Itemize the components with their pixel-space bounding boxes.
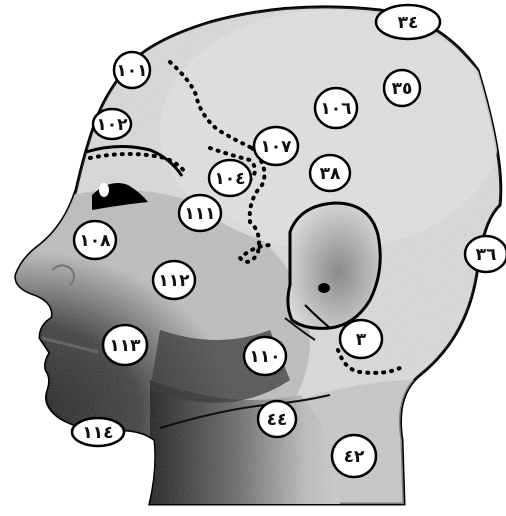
acupoint-label: ١٠٤ — [214, 169, 245, 189]
acupoint-44: ٤٤ — [258, 401, 296, 437]
acupoint-114: ١١٤ — [72, 418, 124, 446]
acupoint-102: ١٠٢ — [93, 109, 131, 139]
acupoint-110: ١١٠ — [244, 337, 286, 375]
acupoint-label: ١١٢ — [158, 271, 190, 291]
acupoint-label: ١١٠ — [249, 347, 280, 367]
acupoint-108: ١٠٨ — [74, 221, 116, 259]
acupoint-label: ٤٢ — [344, 447, 365, 467]
acupoint-label: ١١٣ — [109, 336, 141, 356]
acupoint-label: ٣٥ — [392, 79, 413, 99]
acupoint-35: ٣٥ — [384, 70, 420, 106]
acupoint-104: ١٠٤ — [209, 160, 251, 196]
acupoint-label: ٤٤ — [267, 410, 288, 430]
acupoint-label: ١٠١ — [116, 61, 147, 81]
acupoint-36: ٣٦ — [465, 236, 506, 272]
acupoint-label: ١٠٧ — [260, 137, 292, 157]
acupoint-label: ٣٨ — [320, 164, 341, 184]
acupoint-101: ١٠١ — [114, 52, 150, 88]
acupoint-107: ١٠٧ — [254, 127, 298, 165]
acupoint-label: ٣٤ — [398, 13, 419, 33]
acupoint-38: ٣٨ — [310, 155, 350, 191]
acupoint-label: ١١٤ — [82, 423, 113, 443]
acupoint-label: ١٠٢ — [96, 115, 128, 135]
acupoint-106: ١٠٦ — [315, 88, 357, 128]
acupoint-label: ١٠٦ — [320, 99, 351, 119]
acupoint-label: ٣٦ — [476, 245, 497, 265]
acupoint-label: ٣ — [356, 330, 367, 350]
acupoint-3: ٣ — [340, 320, 382, 358]
acupoint-34: ٣٤ — [376, 5, 440, 39]
acupoint-112: ١١٢ — [153, 261, 195, 299]
acupoint-42: ٤٢ — [332, 435, 376, 477]
acupoint-113: ١١٣ — [103, 325, 147, 365]
acupoint-label: ١٠٨ — [79, 231, 111, 251]
acupoint-111: ١١١ — [179, 195, 221, 231]
acupoint-label: ١١١ — [184, 204, 215, 224]
